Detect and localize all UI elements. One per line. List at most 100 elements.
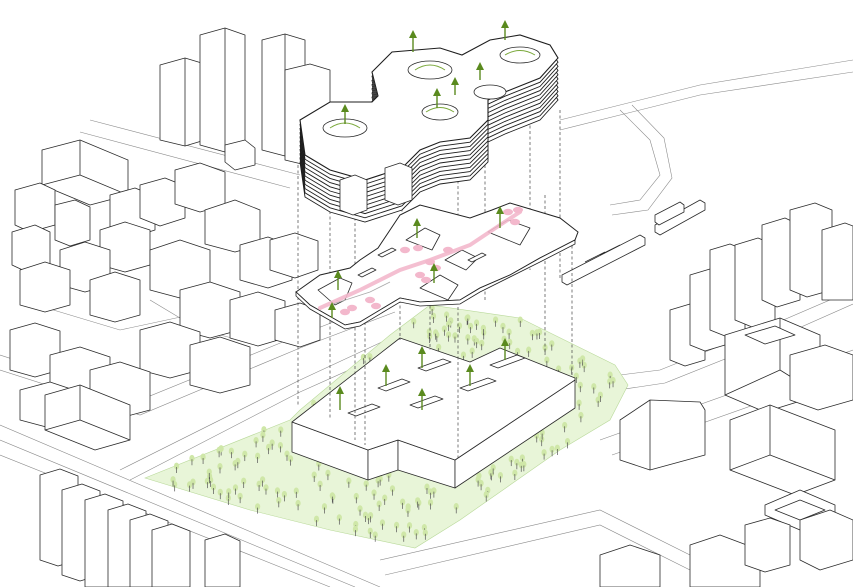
tree-icon <box>595 396 601 407</box>
tree-icon <box>578 411 584 423</box>
tree-icon <box>480 324 486 336</box>
tree-icon <box>406 522 413 533</box>
tree-icon <box>469 347 475 358</box>
tree-icon <box>400 498 406 509</box>
tree-icon <box>242 450 248 462</box>
tree-icon <box>260 431 266 442</box>
podium-skylights <box>347 354 526 417</box>
tree-icon <box>549 445 555 457</box>
pink-activity-spot <box>415 271 425 279</box>
pink-activity-spot <box>513 206 523 214</box>
tree-icon <box>256 480 262 491</box>
tree-icon <box>577 381 583 393</box>
up-arrow-icon <box>430 263 438 283</box>
tree-icon <box>475 476 481 487</box>
tree-icon <box>217 488 223 500</box>
up-arrow-icon <box>496 206 504 228</box>
tree-icon <box>379 519 386 530</box>
tree-icon <box>287 455 294 466</box>
tree-icon <box>363 480 369 491</box>
up-arrow-icon <box>382 364 390 386</box>
tree-icon <box>255 452 261 463</box>
pink-activity-spot <box>443 246 453 254</box>
tree-icon <box>518 461 524 472</box>
tree-icon <box>427 499 434 510</box>
tree-icon <box>446 320 452 331</box>
tree-icon <box>539 435 545 447</box>
tree-icon <box>443 311 450 322</box>
tree-icon <box>452 332 458 343</box>
tree-icon <box>488 468 494 480</box>
tree-icon <box>346 477 352 488</box>
tree-icon <box>512 469 518 481</box>
tree-icon <box>372 531 378 542</box>
tree-icon <box>562 421 568 433</box>
ventilation-arrows <box>328 20 509 410</box>
tree-icon <box>228 447 234 459</box>
tree-icon <box>514 458 520 470</box>
pink-activity-spot <box>340 308 350 316</box>
tree-icon <box>226 488 232 499</box>
tree-icon <box>284 450 290 461</box>
up-arrow-icon <box>409 30 417 52</box>
tree-icon <box>189 454 195 466</box>
tree-icon <box>607 377 613 389</box>
tree-icon <box>544 356 550 367</box>
tree-icon <box>325 469 331 481</box>
tree-icon <box>293 487 299 498</box>
tree-icon <box>554 444 560 456</box>
tree-icon <box>577 357 583 368</box>
tree-icon <box>506 328 512 339</box>
tree-icon <box>497 472 504 483</box>
tree-icon <box>483 491 489 502</box>
up-arrow-icon <box>418 346 426 368</box>
tree-icon <box>405 506 411 517</box>
tree-icon <box>237 492 243 504</box>
up-arrow-icon <box>451 77 459 95</box>
pink-activity-spot <box>425 258 435 266</box>
tree-icon <box>170 476 176 487</box>
tree-icon <box>253 436 259 448</box>
tree-icon <box>490 464 496 475</box>
up-arrow-icon <box>418 388 426 410</box>
tree-icon <box>536 328 543 339</box>
tree-icon <box>295 499 301 511</box>
tree-icon <box>467 322 474 334</box>
tree-icon <box>225 494 231 505</box>
tree-icon <box>597 391 603 403</box>
podium-base <box>291 337 576 489</box>
tree-icon <box>278 426 284 437</box>
up-arrow-icon <box>466 364 474 386</box>
tree-icon <box>517 316 523 327</box>
context-buildings-bottom-left <box>39 468 241 587</box>
up-arrow-icon <box>501 20 509 40</box>
tree-icon <box>368 512 374 523</box>
tree-icon <box>424 483 430 494</box>
tree-icon <box>479 339 485 351</box>
tree-icon <box>422 529 428 540</box>
pink-activity-spot <box>413 244 423 252</box>
tree-icon <box>186 481 193 492</box>
up-arrow-icon <box>413 218 421 238</box>
tree-icon <box>232 484 239 495</box>
tree-icon <box>500 322 506 334</box>
tree-icon <box>591 383 597 394</box>
pink-activity-spot <box>400 246 410 254</box>
tree-icon <box>357 505 363 516</box>
tree-icon <box>465 314 471 325</box>
up-arrow-icon <box>336 386 344 410</box>
tree-icon <box>526 346 532 357</box>
tree-icon <box>235 457 241 469</box>
tree-icon <box>576 399 582 410</box>
tree-icon <box>382 494 388 505</box>
up-arrow-icon <box>328 302 336 318</box>
tree-icon <box>411 317 417 329</box>
tree-icon <box>564 437 571 449</box>
tree-icon <box>173 462 180 474</box>
tree-icon <box>389 485 396 496</box>
tree-icon <box>276 496 282 508</box>
tree-icon <box>377 475 383 486</box>
tree-icon <box>529 329 535 341</box>
